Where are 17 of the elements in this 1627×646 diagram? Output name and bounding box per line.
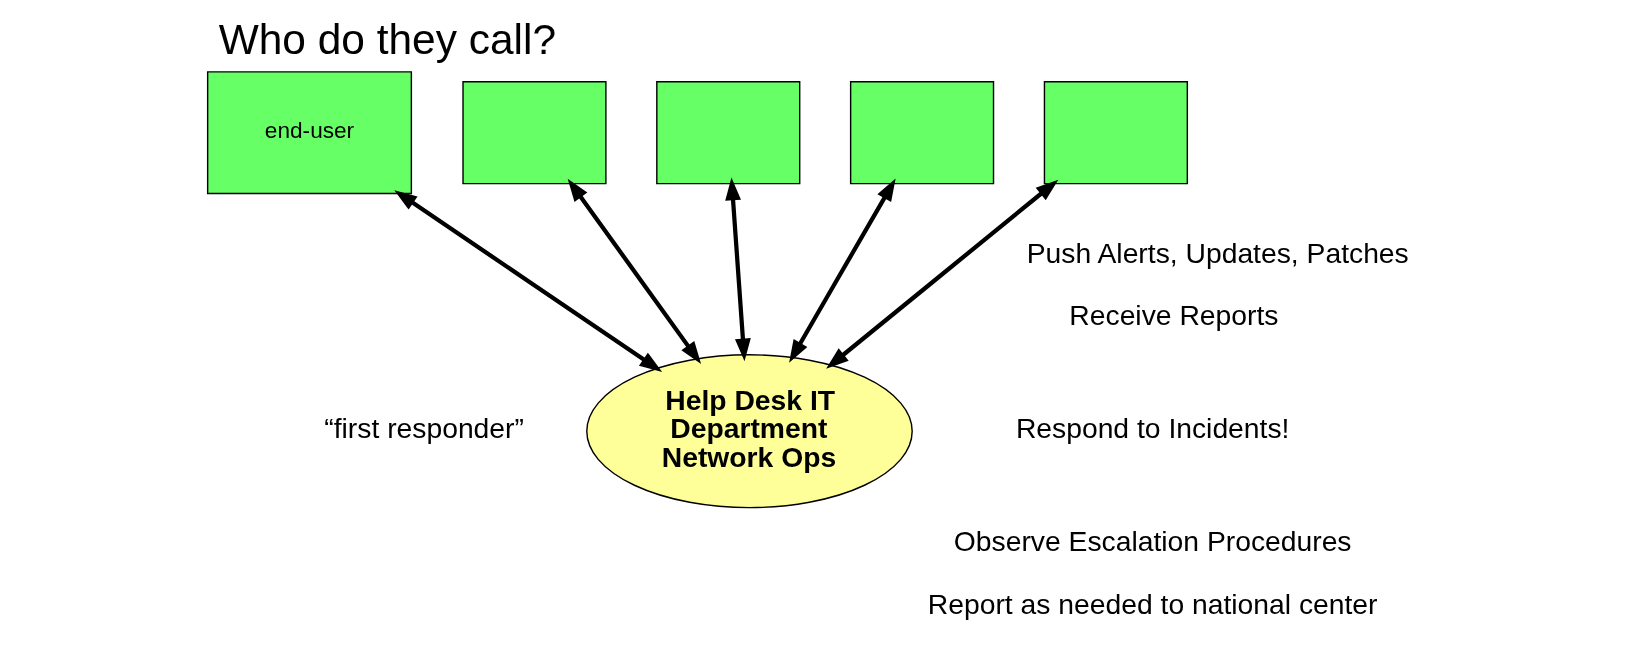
arrow xyxy=(567,178,702,364)
node-box xyxy=(462,81,607,185)
arrow xyxy=(725,177,751,362)
label: Push Alerts, Updates, Patches xyxy=(1026,236,1409,269)
node-box xyxy=(849,81,995,185)
node-box xyxy=(656,81,801,185)
arrow xyxy=(789,178,896,363)
node-box: end-user xyxy=(206,71,413,195)
label: Respond to Incidents! xyxy=(1015,412,1290,445)
arrow xyxy=(394,190,663,372)
node-box xyxy=(1043,81,1189,185)
arrow xyxy=(826,179,1059,369)
label: Receive Reports xyxy=(1069,299,1279,332)
diagram-title: Who do they call? xyxy=(218,15,556,63)
label: Report as needed to national center xyxy=(927,587,1378,620)
label: Observe Escalation Procedures xyxy=(953,525,1352,558)
label: “first responder” xyxy=(324,412,524,445)
